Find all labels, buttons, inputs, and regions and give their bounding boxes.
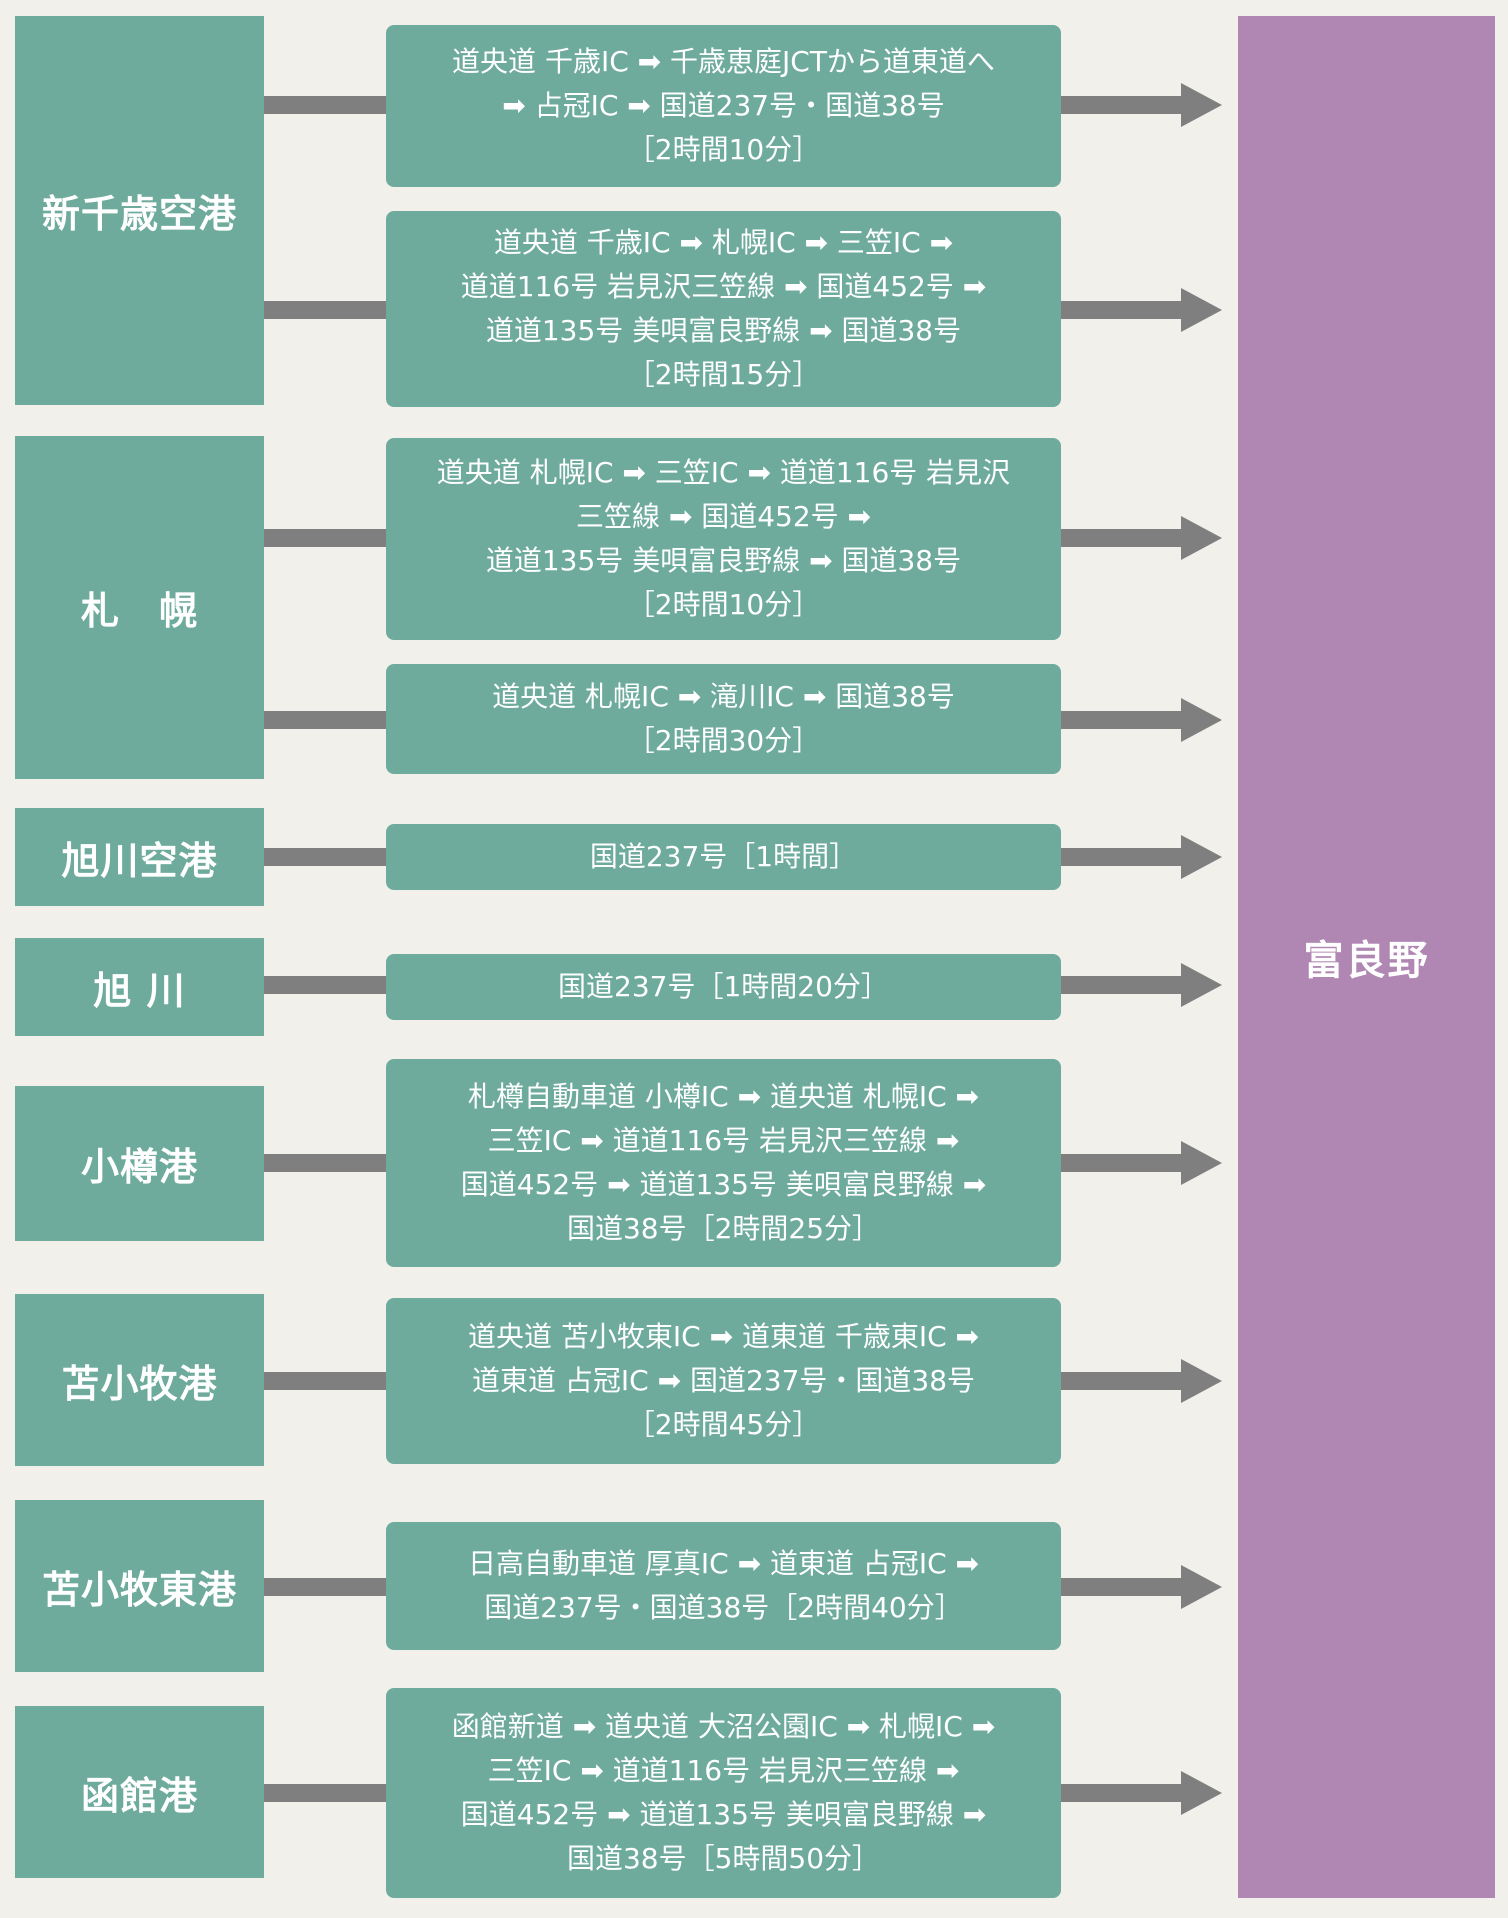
connector-line <box>264 976 386 994</box>
connector-line <box>264 1578 386 1596</box>
arrow <box>1061 1141 1222 1185</box>
connector-line <box>264 1154 386 1172</box>
arrow <box>1061 1771 1222 1815</box>
arrow <box>1061 1359 1222 1403</box>
arrow <box>1061 698 1222 742</box>
arrow <box>1061 963 1222 1007</box>
origin-new-chitose-airport: 新千歳空港 <box>15 16 264 405</box>
route-box: 道央道 札幌IC ➡ 滝川IC ➡ 国道38号 ［2時間30分］ <box>386 664 1061 774</box>
arrow <box>1061 835 1222 879</box>
route-box: 道央道 千歳IC ➡ 札幌IC ➡ 三笠IC ➡ 道道116号 岩見沢三笠線 ➡… <box>386 211 1061 407</box>
origin-tomakomai-east-port: 苫小牧東港 <box>15 1500 264 1672</box>
route-box: 道央道 苫小牧東IC ➡ 道東道 千歳東IC ➡ 道東道 占冠IC ➡ 国道23… <box>386 1298 1061 1464</box>
route-box: 函館新道 ➡ 道央道 大沼公園IC ➡ 札幌IC ➡ 三笠IC ➡ 道道116号… <box>386 1688 1061 1898</box>
origin-sapporo: 札 幌 <box>15 436 264 779</box>
connector-line <box>264 848 386 866</box>
connector-line <box>264 711 386 729</box>
route-box: 日高自動車道 厚真IC ➡ 道東道 占冠IC ➡ 国道237号・国道38号［2時… <box>386 1522 1061 1650</box>
connector-line <box>264 529 386 547</box>
route-box: 札樽自動車道 小樽IC ➡ 道央道 札幌IC ➡ 三笠IC ➡ 道道116号 岩… <box>386 1059 1061 1267</box>
route-box: 道央道 千歳IC ➡ 千歳恵庭JCTから道東道へ ➡ 占冠IC ➡ 国道237号… <box>386 25 1061 187</box>
connector-line <box>264 1372 386 1390</box>
arrow <box>1061 1565 1222 1609</box>
connector-line <box>264 301 386 319</box>
connector-line <box>264 96 386 114</box>
origin-asahikawa-airport: 旭川空港 <box>15 808 264 906</box>
origin-otaru-port: 小樽港 <box>15 1086 264 1241</box>
connector-line <box>264 1784 386 1802</box>
origin-hakodate-port: 函館港 <box>15 1706 264 1878</box>
arrow <box>1061 516 1222 560</box>
destination-arrows <box>1061 83 1222 1815</box>
origin-asahikawa: 旭 川 <box>15 938 264 1036</box>
origin-connectors <box>264 96 386 1802</box>
route-box: 国道237号［1時間］ <box>386 824 1061 890</box>
arrow <box>1061 83 1222 127</box>
arrow <box>1061 288 1222 332</box>
route-box: 道央道 札幌IC ➡ 三笠IC ➡ 道道116号 岩見沢 三笠線 ➡ 国道452… <box>386 438 1061 640</box>
route-box: 国道237号［1時間20分］ <box>386 954 1061 1020</box>
origin-tomakomai-port: 苫小牧港 <box>15 1294 264 1466</box>
destination-furano: 富良野 <box>1238 16 1495 1898</box>
